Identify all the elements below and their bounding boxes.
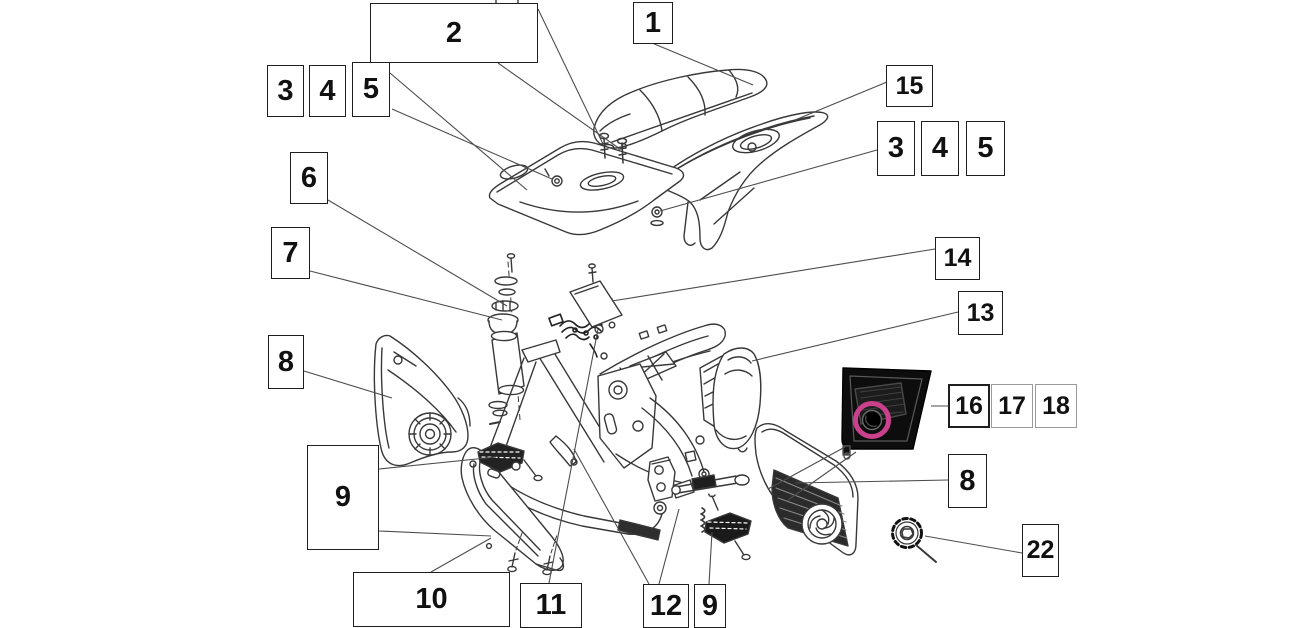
callout-4-left-label: 4: [319, 74, 336, 107]
callout-16[interactable]: 16: [948, 384, 990, 428]
callout-17-label: 17: [998, 391, 1026, 420]
kickstart-lever-part: [671, 474, 750, 495]
callout-6-label: 6: [300, 161, 318, 194]
callout-22[interactable]: 22: [1022, 524, 1059, 577]
callout-8-right[interactable]: 8: [948, 454, 987, 508]
callout-17[interactable]: 17: [991, 384, 1033, 428]
callout-5-left[interactable]: 5: [352, 62, 390, 117]
callout-2[interactable]: 2: [370, 3, 538, 63]
callout-15-label: 15: [895, 71, 924, 100]
callout-16-label: 16: [955, 391, 983, 420]
callout-10[interactable]: 10: [353, 572, 510, 627]
callout-3-right-label: 3: [887, 132, 905, 164]
spline-washer-part: [891, 517, 937, 563]
callout-12-label: 12: [649, 589, 683, 622]
callout-4-right-label: 4: [931, 132, 949, 164]
callout-3-right[interactable]: 3: [877, 121, 915, 176]
callout-14[interactable]: 14: [935, 237, 980, 280]
callout-3-left[interactable]: 3: [267, 65, 304, 117]
callout-7-label: 7: [282, 236, 299, 269]
plate-screws: [507, 532, 558, 576]
callout-18[interactable]: 18: [1035, 384, 1077, 428]
callout-9-left-label: 9: [334, 481, 352, 513]
side-plate-part: [569, 280, 623, 328]
callout-11[interactable]: 11: [520, 583, 582, 628]
callout-8-right-label: 8: [959, 464, 976, 497]
seat-part: [593, 68, 768, 153]
footpeg-bracket-part: [647, 456, 676, 502]
footpeg-right-part: [700, 493, 752, 561]
callout-13-label: 13: [966, 298, 995, 327]
footpeg-left-part: [477, 442, 543, 482]
callout-11-label: 11: [535, 589, 567, 621]
callout-5-right[interactable]: 5: [966, 121, 1005, 176]
callout-8-left[interactable]: 8: [268, 335, 304, 389]
callout-9-bottom-label: 9: [701, 589, 719, 622]
black-panel-inset: [841, 367, 932, 460]
callout-1-label: 1: [644, 6, 662, 39]
callout-6[interactable]: 6: [290, 152, 328, 204]
left-side-panel-part: [373, 334, 471, 467]
callout-9-left[interactable]: 9: [307, 445, 379, 550]
callout-5-right-label: 5: [977, 132, 994, 164]
fuel-tank-cover-part: [488, 140, 685, 236]
callout-4-right[interactable]: 4: [921, 121, 959, 176]
fuel-cap-stack-part: [487, 253, 525, 425]
callout-7[interactable]: 7: [271, 227, 310, 279]
callout-10-label: 10: [415, 583, 448, 615]
callout-5-left-label: 5: [362, 73, 380, 105]
callout-15[interactable]: 15: [886, 65, 933, 107]
right-side-panel-part: [754, 423, 859, 556]
callout-4-left[interactable]: 4: [309, 65, 346, 117]
callout-8-left-label: 8: [277, 345, 295, 378]
callout-12[interactable]: 12: [643, 584, 689, 628]
callout-1[interactable]: 1: [633, 2, 673, 44]
leader-lines: [303, 8, 1023, 585]
callout-14-label: 14: [943, 244, 972, 272]
callout-22-label: 22: [1026, 536, 1055, 564]
callout-3-left-label: 3: [277, 74, 294, 107]
callout-9-bottom[interactable]: 9: [694, 584, 726, 628]
callout-2-label: 2: [445, 16, 463, 49]
callout-13[interactable]: 13: [958, 291, 1003, 335]
air-intake-boot-part: [699, 347, 762, 453]
callout-18-label: 18: [1042, 391, 1070, 420]
